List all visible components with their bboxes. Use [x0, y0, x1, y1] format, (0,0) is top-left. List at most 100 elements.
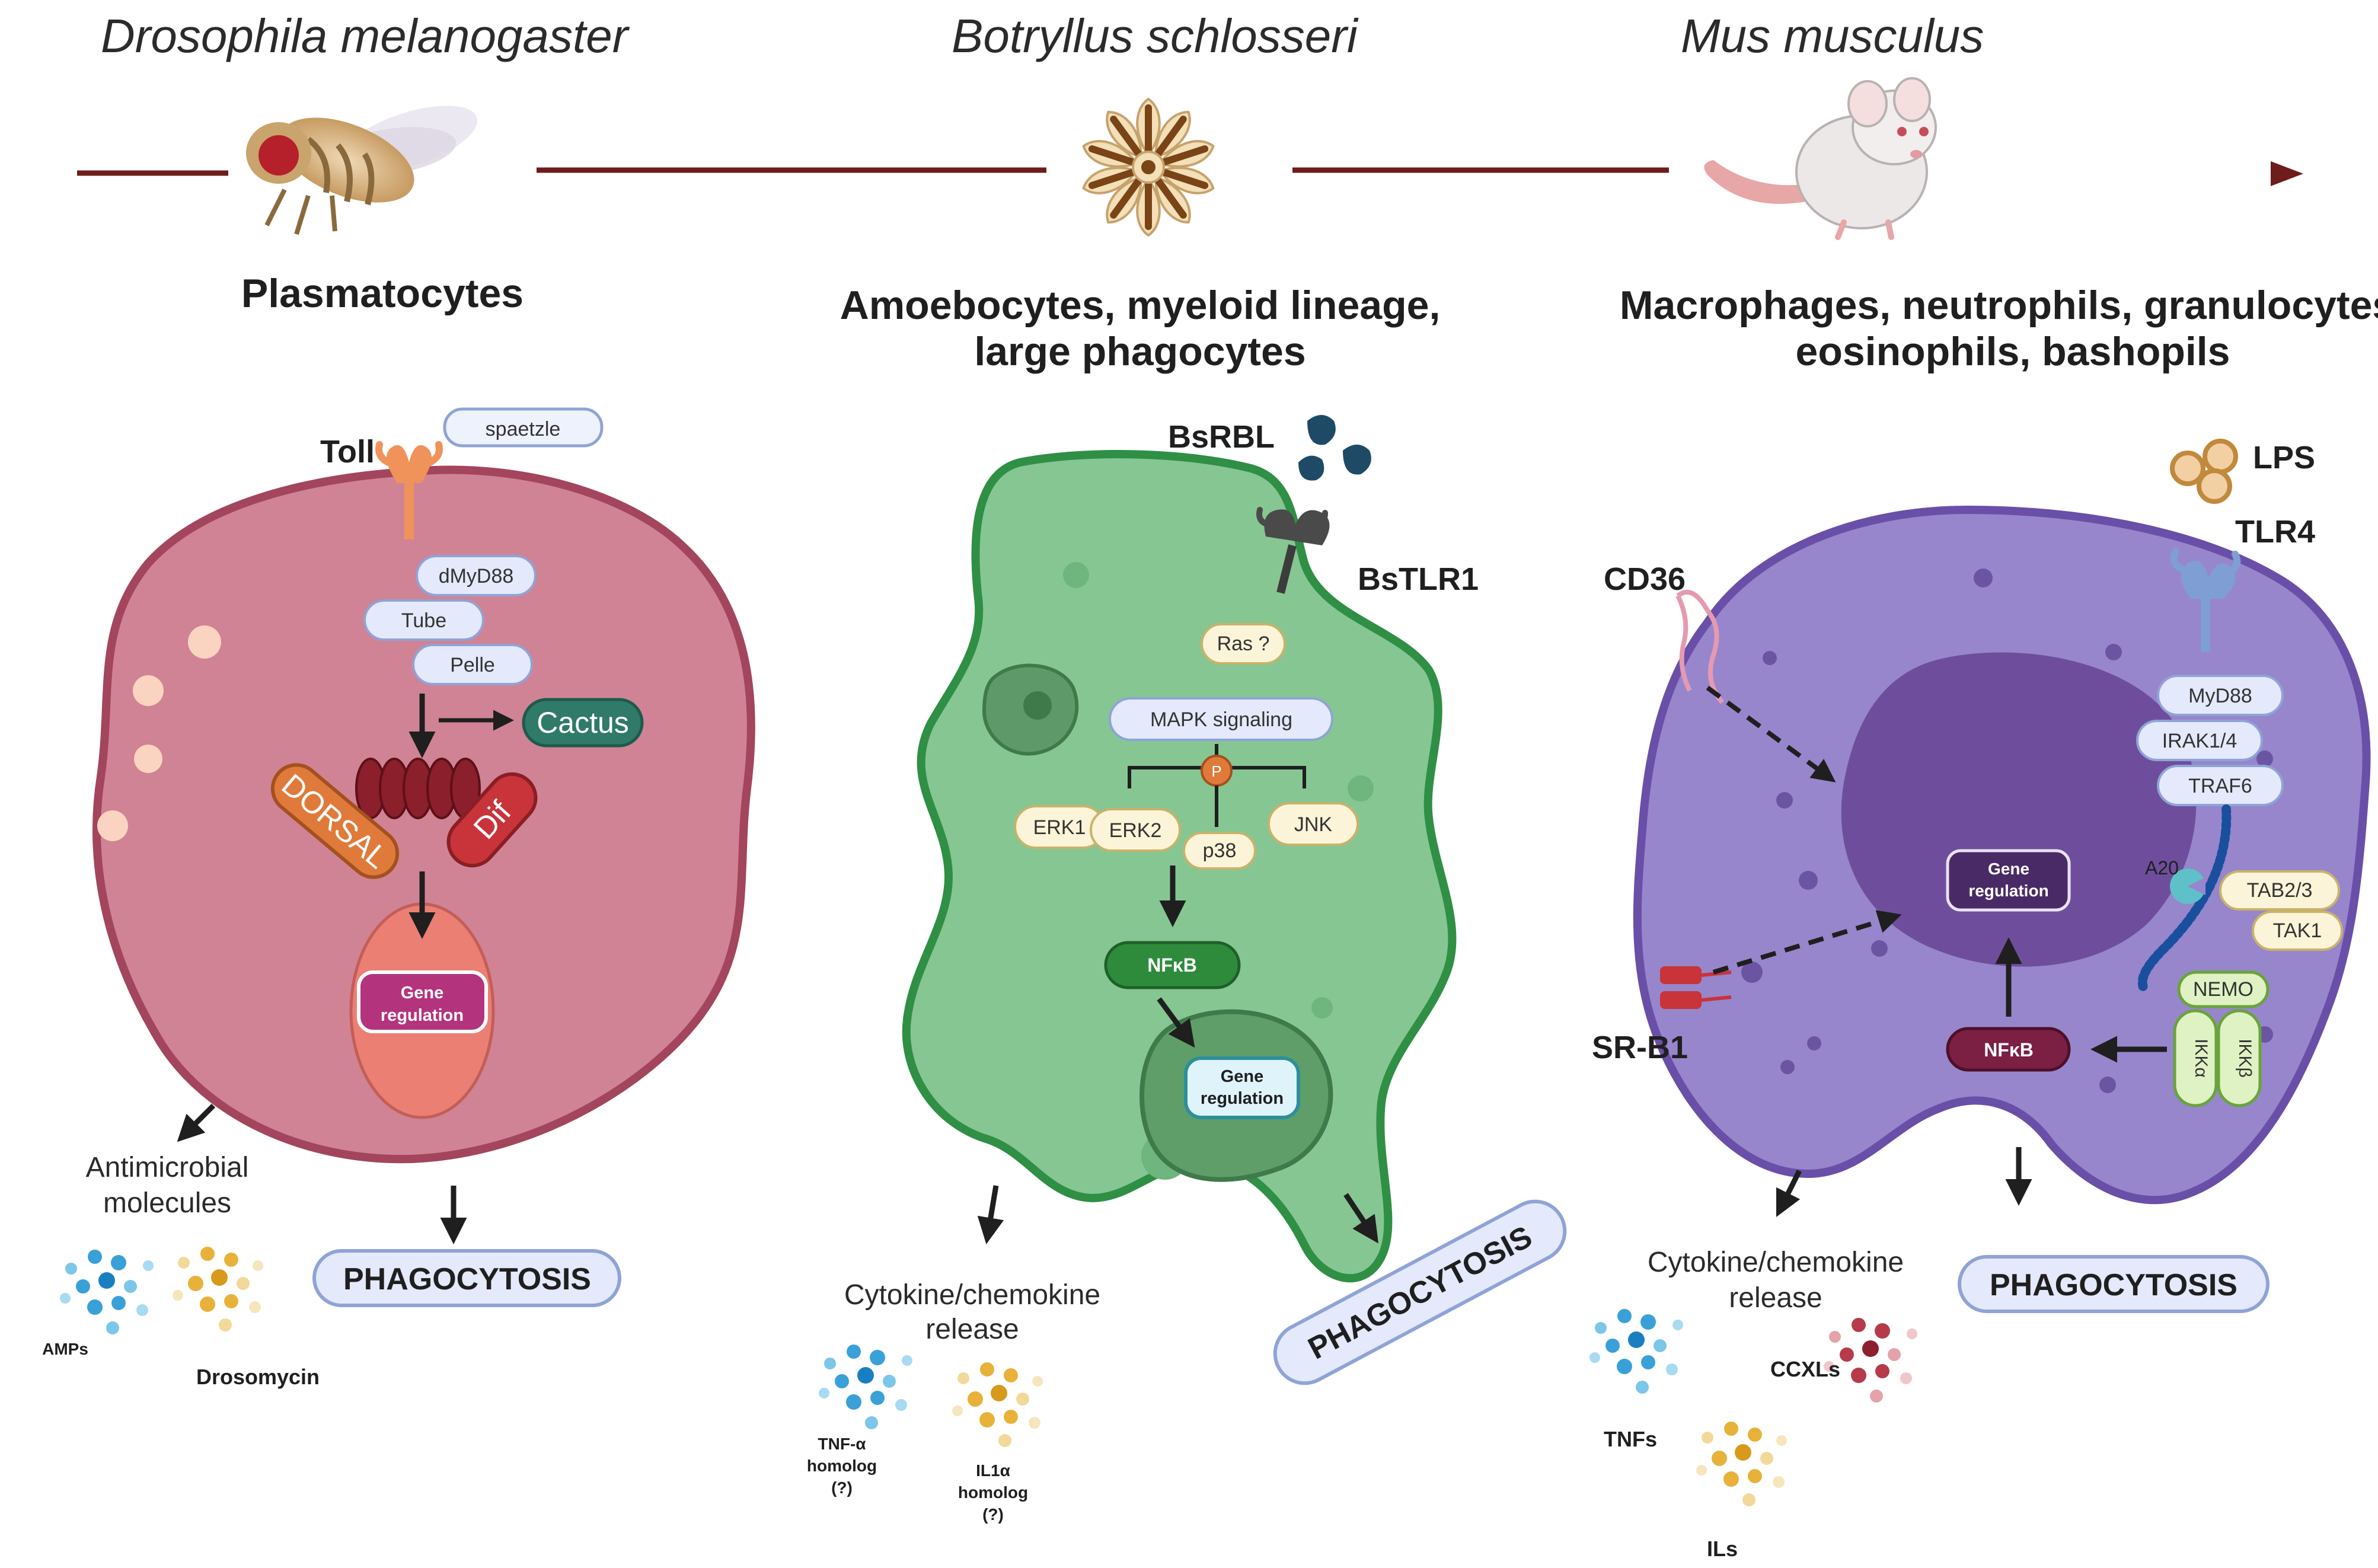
mouse-nfkb-pill — [1946, 1027, 2071, 1072]
mouse-icon — [1704, 77, 1937, 240]
cd36-label: CD36 — [1604, 561, 1686, 597]
arrow — [1343, 1193, 1378, 1244]
irak-pill — [2136, 720, 2263, 761]
spaetzle-pill — [443, 407, 604, 448]
amps-label: AMPs — [42, 1340, 88, 1358]
fly-gene-regulation-line1: Gene — [401, 983, 444, 1002]
granule — [188, 625, 221, 659]
fly-plasmatocyte-cell: Gene regulation Toll spaetzle dMyD88 Tub… — [92, 407, 755, 1164]
fly-phagocytosis-pill — [312, 1249, 621, 1307]
fly-gene-regulation-line2: regulation — [381, 1006, 464, 1025]
drosomycin-molecules-icon — [173, 1247, 263, 1331]
ils-molecules-icon — [1696, 1422, 1787, 1506]
tlr4-label: TLR4 — [2235, 514, 2315, 550]
tunicate-output-title-line2: release — [925, 1314, 1019, 1345]
arrow — [177, 1103, 216, 1142]
bsrbl-ligand-icon — [1298, 415, 1371, 481]
cd36-receptor-icon — [1675, 589, 1725, 704]
mouse-phagocytosis-label: PHAGOCYTOSIS — [1990, 1268, 2237, 1302]
ras-label: Ras ? — [1217, 633, 1270, 655]
nemo-pill — [2177, 970, 2270, 1008]
mouse-cell-type-line1: Macrophages, neutrophils, granulocytes, — [1620, 283, 2378, 328]
ccxls-label: CCXLs — [1770, 1357, 1840, 1381]
tunicate-amoebocyte-cell: Gene regulation BsRBL BsTLR1 Ras ? MAPK … — [902, 415, 1479, 1283]
lps-ligand-icon — [2170, 439, 2238, 504]
ikka-pill — [2173, 1009, 2218, 1107]
bsrbl-label: BsRBL — [1168, 419, 1275, 455]
bstlr1-receptor-icon — [1256, 507, 1330, 594]
fly-phagocytosis-label: PHAGOCYTOSIS — [343, 1262, 591, 1296]
ikka-label: IKKα — [2191, 1039, 2211, 1078]
dmyd88-pill — [416, 555, 537, 596]
mouse-gene-regulation-box — [1946, 849, 2071, 912]
p38-label: p38 — [1203, 839, 1237, 862]
rel-complex — [355, 758, 481, 819]
tnf-homolog-line2: homolog — [807, 1457, 877, 1475]
amp-molecules-icon — [60, 1250, 154, 1334]
erk1-label: ERK1 — [1033, 816, 1086, 839]
tnf-homolog-molecules-icon — [819, 1345, 912, 1429]
tunicate-gene-regulation-line2: regulation — [1201, 1089, 1284, 1108]
arrow — [1776, 1169, 1802, 1218]
erk2-pill — [1090, 808, 1181, 852]
granule — [133, 675, 164, 706]
vesicle — [1348, 775, 1374, 801]
species-botryllus: Botryllus schlosseri — [952, 9, 1359, 62]
il1a-homolog-molecules-icon — [952, 1362, 1043, 1447]
fly-output-title-line1: Antimicrobial — [86, 1152, 249, 1183]
mapk-label: MAPK signaling — [1150, 708, 1292, 731]
il1a-homolog-line2: homolog — [958, 1483, 1028, 1502]
cactus-label: Cactus — [537, 706, 629, 739]
traf6-label: TRAF6 — [2188, 775, 2252, 797]
tak1-pill — [2252, 911, 2343, 951]
erk2-label: ERK2 — [1109, 819, 1162, 842]
granule — [134, 745, 162, 773]
fly-gene-regulation-box — [357, 970, 488, 1033]
tube-label: Tube — [401, 609, 446, 632]
toll-label: Toll — [320, 434, 375, 470]
myd88-label: MyD88 — [2188, 685, 2252, 707]
mouse-nfkb-label: NFκB — [1984, 1039, 2034, 1061]
nemo-label: NEMO — [2193, 978, 2253, 1001]
mouse-cell-type-line2: eosinophils, bashopils — [1796, 329, 2230, 374]
tunicate-cell-type-line1: Amoebocytes, myeloid lineage, — [840, 283, 1441, 328]
mouse-gene-regulation-line1: Gene — [1988, 860, 2029, 878]
dmyd88-label: dMyD88 — [439, 565, 514, 587]
irak-label: IRAK1/4 — [2162, 730, 2237, 752]
tlr4-receptor-icon — [2170, 548, 2241, 652]
tunicate-cell-type-line2: large phagocytes — [974, 329, 1305, 374]
il1a-homolog-line3: (?) — [982, 1505, 1004, 1524]
pelle-label: Pelle — [450, 654, 495, 676]
ccxls-molecules-icon — [1824, 1318, 1917, 1403]
timeline-arrowhead — [2271, 161, 2303, 186]
tunicate-gene-regulation-box — [1184, 1056, 1300, 1119]
ikkb-pill — [2217, 1009, 2262, 1107]
tunicate-nfkb-pill — [1104, 941, 1241, 989]
vesicle — [1063, 562, 1089, 588]
ras-pill — [1201, 623, 1286, 665]
evolution-timeline — [77, 161, 2303, 186]
fly-output-title-line2: molecules — [103, 1187, 231, 1219]
phospho-label: P — [1211, 762, 1221, 780]
tnfs-label: TNFs — [1604, 1427, 1657, 1451]
granule — [97, 810, 128, 841]
srb1-label: SR-B1 — [1592, 1030, 1688, 1065]
myd88-pill — [2157, 675, 2284, 716]
tnf-homolog-line1: TNF-α — [818, 1435, 866, 1453]
vesicle — [1311, 997, 1333, 1018]
cactus-pill — [522, 698, 644, 748]
dashed-arrow — [1712, 910, 1902, 975]
fruit-fly-icon — [246, 106, 477, 235]
il1a-homolog-line1: IL1α — [976, 1461, 1010, 1480]
mouse-macrophage-cell: Gene regulation LPS TLR4 CD36 SR- — [1592, 439, 2371, 1205]
species-mus: Mus musculus — [1681, 9, 1984, 62]
tube-pill — [363, 599, 484, 641]
mapk-pill — [1109, 697, 1333, 741]
jnk-label: JNK — [1294, 813, 1333, 836]
ikkb-label: IKKβ — [2235, 1039, 2255, 1078]
spaetzle-label: spaetzle — [486, 418, 561, 440]
tab-pill — [2219, 870, 2340, 911]
fly-cell-type: Plasmatocytes — [241, 271, 524, 316]
tunicate-nfkb-label: NFκB — [1147, 954, 1197, 976]
